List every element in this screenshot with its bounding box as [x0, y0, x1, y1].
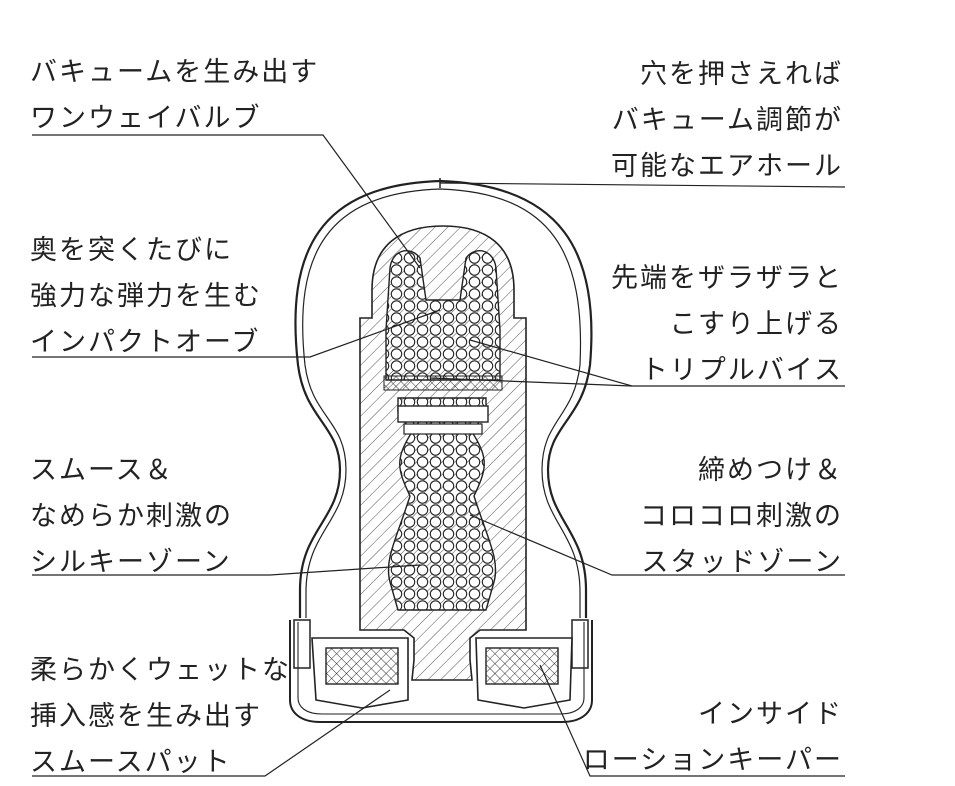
- base-cap-inner: [297, 622, 585, 715]
- callout-line: なめらか刺激の: [30, 501, 233, 532]
- callout-keeper: インサイド ローションキーパー: [583, 692, 843, 784]
- callout-line: 締めつけ＆: [698, 455, 843, 486]
- callout-silky: スムース＆ なめらか刺激の シルキーゾーン: [30, 448, 233, 586]
- callout-vise: 先端をザラザラと こすり上げる トリプルバイス: [611, 256, 843, 394]
- callout-line: 柔らかくウェットな: [30, 655, 291, 686]
- callout-line: インパクトオーブ: [30, 327, 261, 358]
- callout-line: 挿入感を生み出す: [30, 701, 262, 732]
- outer-shell-inner: [302, 188, 582, 618]
- callout-valve: バキュームを生み出す ワンウェイバルブ: [30, 50, 319, 142]
- callout-air-hole: 穴を押さえれば バキューム調節が 可能なエアホール: [611, 52, 843, 190]
- callout-line: コロコロ刺激の: [640, 501, 843, 532]
- callout-line: 奥を突くたびに: [30, 235, 233, 266]
- leader-keeper: [539, 664, 845, 777]
- leader-silky: [32, 564, 421, 576]
- callout-line: バキューム調節が: [611, 105, 843, 136]
- clip-left: [293, 619, 311, 669]
- keeper-right: [485, 647, 559, 685]
- orb-cavity: [385, 250, 501, 381]
- callout-line: こすり上げる: [669, 309, 843, 340]
- callout-orb: 奥を突くたびに 強力な弾力を生む インパクトオーブ: [30, 228, 262, 366]
- callout-line: スタッドゾーン: [641, 547, 843, 578]
- base-cap: [289, 620, 593, 723]
- callout-line: ワンウェイバルブ: [30, 103, 262, 134]
- valve-ring: [397, 405, 489, 423]
- leader-orb: [32, 309, 441, 358]
- inner-cavity: [387, 397, 497, 611]
- leader-air-hole: [439, 182, 846, 188]
- leader-stud: [469, 514, 845, 576]
- callout-line: ローションキーパー: [582, 745, 843, 776]
- valve-ring-2: [403, 423, 483, 435]
- leader-valve: [32, 134, 421, 269]
- callout-line: スムースパット: [30, 747, 232, 778]
- callout-line: 穴を押さえれば: [640, 59, 843, 90]
- leader-pad: [32, 689, 391, 777]
- callout-line: 可能なエアホール: [611, 151, 843, 182]
- callout-line: インサイド: [698, 699, 843, 730]
- callout-stud: 締めつけ＆ コロコロ刺激の スタッドゾーン: [640, 448, 843, 586]
- callout-pad: 柔らかくウェットな 挿入感を生み出す スムースパット: [30, 648, 291, 786]
- callout-line: トリプルバイス: [640, 355, 843, 386]
- callout-line: バキュームを生み出す: [30, 57, 320, 88]
- callout-line: 強力な弾力を生む: [30, 281, 262, 312]
- callout-line: 先端をザラザラと: [611, 263, 843, 294]
- leader-vise-2: [429, 377, 633, 387]
- keeper-left: [325, 647, 399, 685]
- leader-lines: [32, 134, 846, 777]
- clip-right: [571, 619, 589, 669]
- callout-line: シルキーゾーン: [30, 547, 232, 578]
- callout-line: スムース＆: [30, 455, 174, 486]
